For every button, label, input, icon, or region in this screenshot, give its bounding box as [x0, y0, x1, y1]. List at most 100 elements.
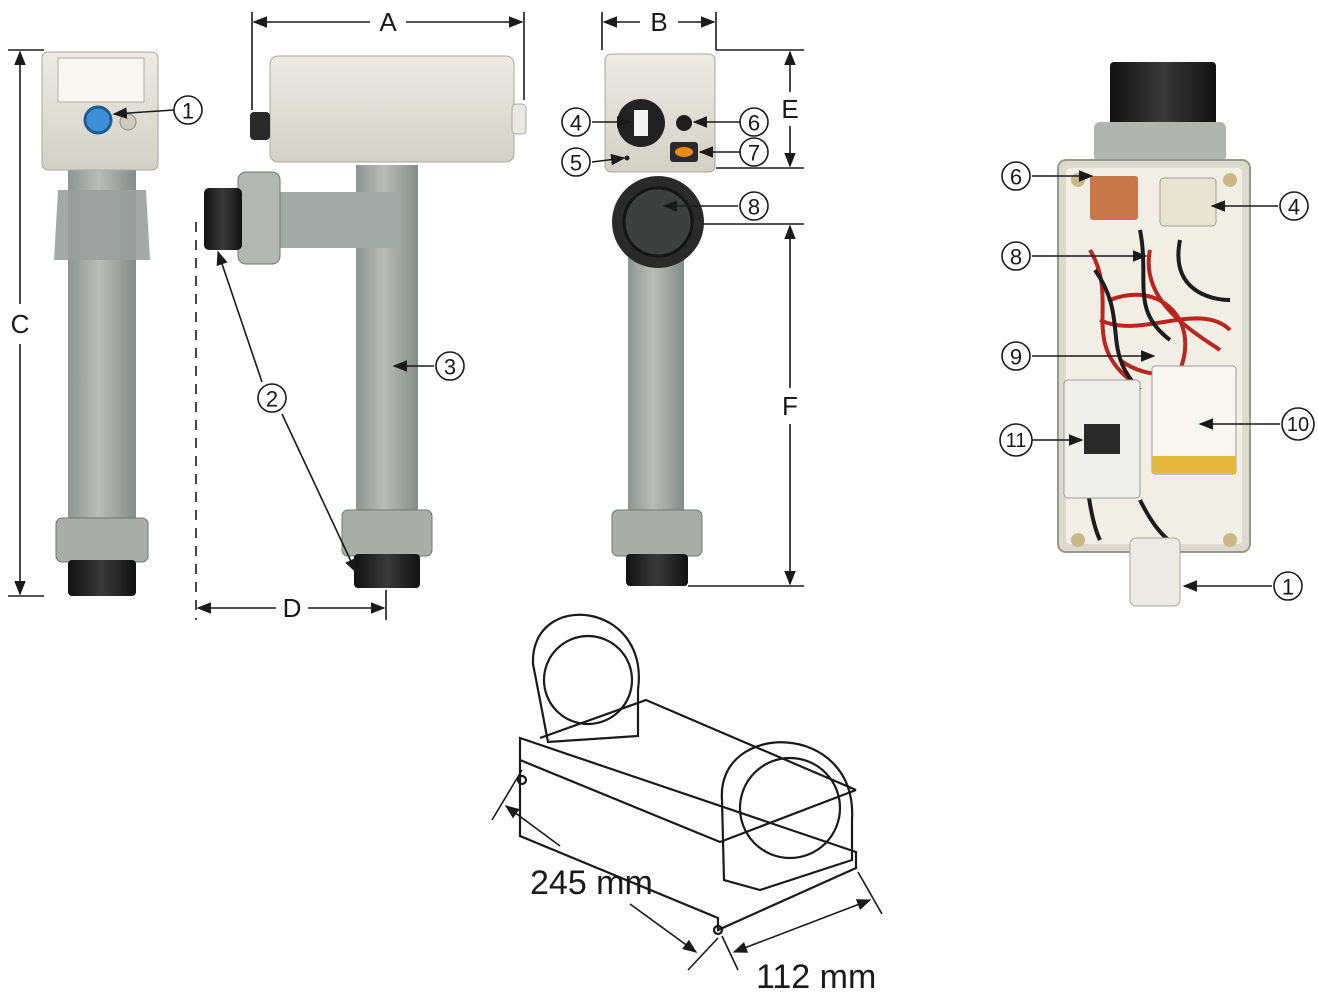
callout-circle-1-interior [1273, 571, 1303, 601]
bracket-base-plate [518, 736, 858, 932]
heater-front-view [41, 51, 159, 596]
callout-circle-8-interior [1001, 241, 1031, 271]
callout-label-6-back: 6 [748, 111, 760, 136]
callout-circle-7 [739, 137, 769, 167]
interior-top-pipe [1110, 62, 1216, 130]
callout-circle-10 [1281, 407, 1315, 441]
callout-circle-11 [999, 423, 1033, 457]
side-cable-gland [511, 103, 527, 135]
front-tube-bulge [54, 190, 150, 260]
callout-circle-6-interior [1001, 161, 1031, 191]
back-knob-pointer [634, 110, 648, 136]
dim-112-ext-a [721, 935, 739, 971]
interior-thermostat [1159, 177, 1217, 227]
callout-label-1-interior: 1 [1282, 575, 1294, 600]
callout-label-8-interior: 8 [1010, 245, 1022, 270]
bracket-labels: 245 mm 112 mm [530, 864, 876, 996]
side-union-nut [237, 171, 281, 265]
callout-circle-6-back [739, 107, 769, 137]
callout-label-4-back: 4 [570, 111, 582, 136]
leader-5 [591, 153, 626, 166]
callout-label-4-interior: 4 [1288, 195, 1300, 220]
mounting-bracket [516, 613, 858, 936]
callout-circle-3 [435, 351, 465, 381]
front-cable-gland [83, 105, 113, 135]
back-union-inner [622, 186, 694, 258]
side-housing [269, 55, 515, 163]
dim-label-f: F [782, 391, 798, 421]
bracket-width-label: 112 mm [756, 958, 876, 996]
interior-wires [1088, 248, 1232, 382]
back-reset-button [676, 115, 692, 131]
side-knob-stub [250, 112, 270, 140]
callout-circle-1-front [173, 95, 203, 125]
bracket-clip-left-ring [542, 634, 634, 726]
callout-label-1-front: 1 [182, 99, 194, 124]
dim-245-ext-b [687, 937, 719, 971]
dim-245-ext-a [491, 769, 523, 821]
callout-label-6-interior: 6 [1010, 165, 1022, 190]
side-horizontal-tube [250, 192, 400, 248]
heater-back-view [604, 53, 716, 586]
bracket-clip-right-ring [738, 756, 842, 860]
interior-terminal-strip [1152, 456, 1236, 474]
bracket-clip-right [720, 741, 854, 892]
callout-label-10: 10 [1287, 414, 1309, 436]
side-inlet-fitting [204, 188, 242, 250]
back-indicator-light [675, 147, 693, 157]
callout-circle-2 [257, 383, 287, 413]
interior-top-collar [1094, 122, 1226, 162]
side-outlet-fitting [354, 554, 420, 588]
callout-circles [173, 95, 1315, 601]
dimension-labels: A B C D E F [11, 7, 799, 623]
callout-leaders [112, 107, 1280, 592]
bracket-hole-left [516, 774, 528, 786]
callout-label-2: 2 [266, 387, 278, 412]
front-led [119, 113, 137, 131]
dim-label-c: C [11, 309, 30, 339]
interior-screw-br [1223, 533, 1237, 547]
back-bottom-collar [611, 509, 703, 557]
front-fitting-collar [55, 517, 149, 563]
callout-circle-8-back [739, 191, 769, 221]
leader-2-top [216, 250, 263, 383]
interior-thermal-cutout [1090, 176, 1138, 220]
bracket-base-top [539, 698, 857, 792]
callout-label-8-back: 8 [748, 195, 760, 220]
callout-labels: 1 2 3 4 5 6 7 8 6 4 8 9 10 11 1 [182, 99, 1309, 600]
dim-label-e: E [781, 94, 798, 124]
interior-screw-tr [1223, 173, 1237, 187]
dimension-lines [8, 12, 883, 971]
callout-label-11: 11 [1006, 430, 1027, 452]
callout-label-3: 3 [444, 355, 456, 380]
dim-112-ext-b [857, 871, 883, 915]
back-tube [628, 230, 684, 520]
heater-interior-view [1057, 62, 1251, 607]
leader-1-front [112, 107, 175, 119]
dim-245-arrow-a [504, 805, 561, 847]
callout-label-5: 5 [570, 151, 582, 176]
back-pilot-dot [624, 155, 630, 161]
side-bottom-collar [341, 509, 433, 557]
interior-wires-dark [1083, 229, 1231, 547]
interior-contactor-window [1084, 424, 1120, 454]
bracket-length-label: 245 mm [530, 864, 653, 902]
dim-label-b: B [650, 7, 667, 37]
callout-circle-4-back [561, 107, 591, 137]
bracket-clip-left [531, 613, 640, 744]
interior-screw-bl [1071, 533, 1085, 547]
heater-side-view [204, 55, 527, 588]
dim-label-a: A [379, 7, 397, 37]
leader-2-bottom [281, 413, 357, 574]
callout-circle-5 [561, 147, 591, 177]
front-label-plate [57, 57, 145, 103]
callout-circle-9 [1001, 341, 1031, 371]
back-outlet-fitting [626, 554, 688, 586]
dim-label-d: D [283, 593, 302, 623]
front-fitting-end [68, 560, 136, 596]
interior-bottom-gland [1129, 537, 1181, 607]
interior-screw-tl [1071, 173, 1085, 187]
callout-label-7: 7 [748, 141, 760, 166]
dim-112-arrow [732, 899, 872, 953]
